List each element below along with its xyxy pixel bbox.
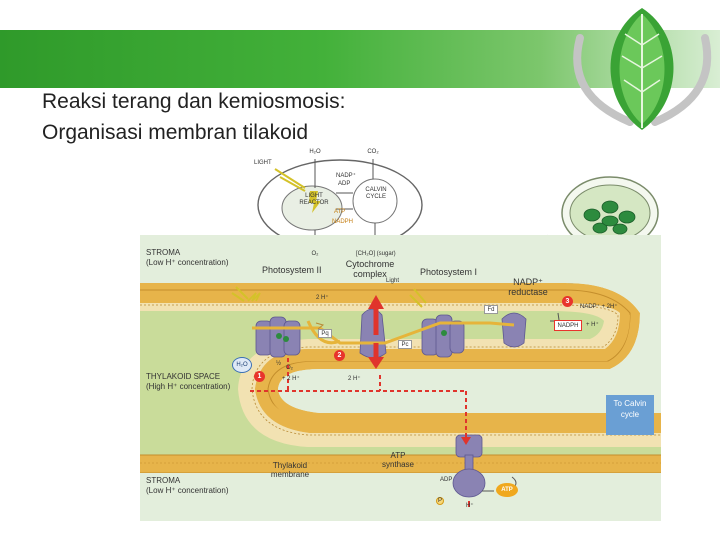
photosystem-i-shape: [421, 314, 465, 358]
overview-h2o-label: H₂O: [309, 149, 321, 155]
nadp-2h-label: NADP⁺ + 2H⁺: [580, 304, 618, 310]
thylakoid-membrane-label: Thylakoid membrane: [270, 461, 310, 480]
overview-light-label: LIGHT: [254, 160, 272, 166]
phosphate-label: P: [436, 497, 444, 505]
two-h-lumen-label: 2 H⁺: [348, 376, 361, 382]
h-plus-out-label: H⁺: [466, 503, 474, 509]
thylakoid-space-label: THYLAKOID SPACE: [146, 372, 221, 381]
header-green-band: [0, 30, 720, 88]
thylakoid-lumen: [140, 311, 661, 455]
overview-nadph-label: NADPH: [332, 219, 354, 225]
plus-2h-label: + 2 H⁺: [282, 376, 300, 382]
photosystem-i-label: Photosystem I: [420, 267, 478, 277]
cytochrome-complex-label: Cytochrome complex: [345, 259, 395, 280]
to-calvin-cycle-box: To Calvin cycle: [606, 395, 654, 435]
stroma-top-label: STROMA: [146, 248, 181, 257]
adp-label: ADP: [440, 477, 453, 483]
half-label: ½: [276, 361, 282, 367]
stroma-bottom-label: STROMA: [146, 476, 181, 485]
overview-co2-label: CO₂: [367, 149, 379, 155]
thylakoid-space-sub-label: (High H⁺ concentration): [146, 382, 231, 391]
overview-sugar-label: [CH₂O] (sugar): [356, 251, 396, 257]
slide-title: Reaksi terang dan kemiosmosis: Organisas…: [42, 86, 472, 148]
step-2-marker: 2: [334, 350, 345, 361]
thylakoid-diagram: H₂O CO₂ LIGHT NADP⁺ ADP LIGHT REACTOR CA…: [140, 143, 661, 521]
pq-label: Pq: [318, 329, 332, 338]
stroma-bottom-sub-label: (Low H⁺ concentration): [146, 486, 229, 495]
fd-label: Fd: [484, 305, 498, 314]
stroma-top-sub-label: (Low H⁺ concentration): [146, 258, 229, 267]
step-3-marker: 3: [562, 296, 573, 307]
two-h-top-label: 2 H⁺: [316, 295, 329, 301]
leaf-logo: [560, 0, 720, 140]
overview-atp-label: ATP: [334, 209, 346, 215]
h2o-bubble: H₂O: [232, 357, 252, 373]
light-ps1-label: Light: [386, 278, 400, 284]
title-line-2: Organisasi membran tilakoid: [42, 121, 309, 144]
o2-lumen-label: O₂: [286, 365, 293, 371]
atp-burst: ATP: [496, 483, 518, 497]
plus-h-label: + H⁺: [586, 322, 599, 328]
nadp-reductase-label: NADP⁺ reductase: [508, 277, 548, 298]
diagram-graphics: [140, 159, 661, 521]
step-1-marker: 1: [254, 371, 265, 382]
overview-o2-label: O₂: [311, 251, 319, 257]
cytochrome-complex-shape: [359, 308, 387, 359]
overview-nadp-label: NADP⁺: [336, 173, 356, 179]
overview-light-reactor-label: LIGHT REACTOR: [299, 193, 329, 206]
nadph-box: NADPH: [554, 320, 582, 331]
atp-synthase-shape: [452, 434, 486, 498]
overview-adp-label: ADP: [338, 181, 351, 187]
title-line-1: Reaksi terang dan kemiosmosis:: [42, 90, 346, 113]
overview-calvin-cycle-label: CALVIN CYCLE: [365, 187, 387, 200]
atp-synthase-label: ATP synthase: [381, 451, 415, 470]
nadp-reductase-shape: [501, 312, 527, 348]
pc-label: Pc: [398, 340, 412, 349]
photosystem-ii-label: Photosystem II: [262, 265, 322, 275]
